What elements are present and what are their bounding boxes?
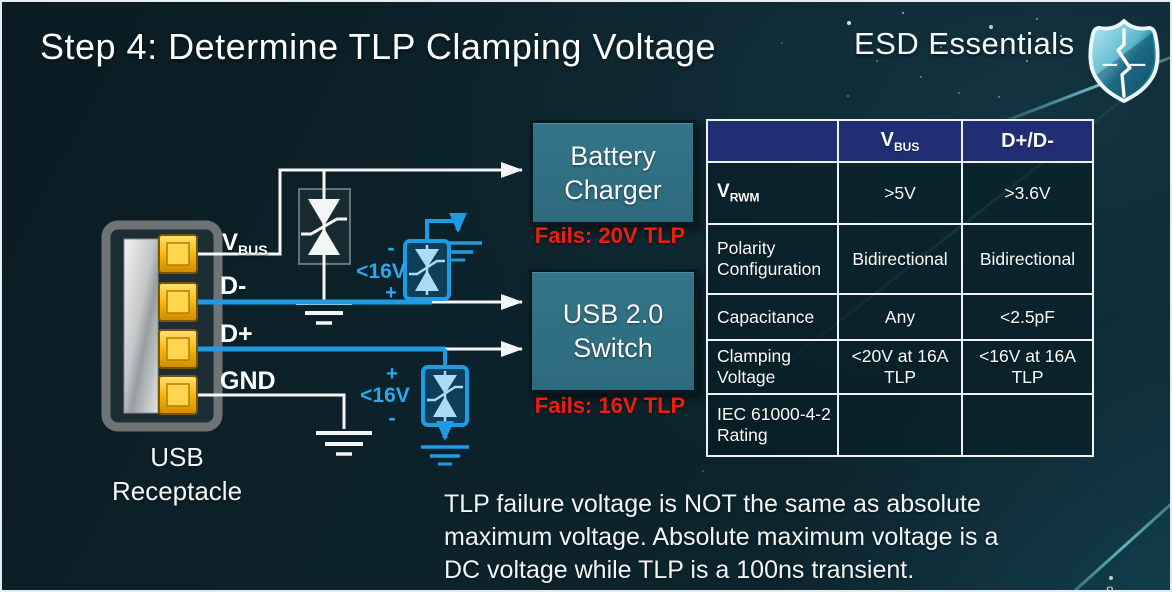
row-label-clamping: Clamping Voltage — [706, 339, 839, 395]
label-gnd: GND — [220, 367, 276, 395]
page-title: Step 4: Determine TLP Clamping Voltage — [40, 26, 717, 67]
usb-switch-line1: USB 2.0 — [562, 299, 664, 329]
cell-iec-dpdm — [961, 393, 1094, 457]
usb-receptacle-label: USB Receptacle — [77, 440, 277, 508]
table-header-vbus: VBUS — [837, 119, 963, 163]
pin-dminus — [158, 282, 198, 322]
brand: ESD Essentials — [854, 19, 1163, 104]
row-label-capacitance: Capacitance — [706, 293, 839, 341]
label-dplus: D+ — [220, 320, 253, 348]
usb-switch-line2: Switch — [573, 333, 653, 363]
table-row-capacitance: Capacitance Any <2.5pF — [706, 293, 1094, 341]
tvs-lower-labels: + <16V - — [360, 363, 410, 430]
row-label-polarity: Polarity Configuration — [706, 223, 839, 295]
note-line-2: maximum voltage. Absolute maximum voltag… — [444, 523, 999, 551]
table-row-iec: IEC 61000-4-2 Rating — [706, 393, 1094, 457]
wire-gnd — [198, 393, 372, 456]
svg-text:+: + — [385, 282, 397, 304]
wire-vbus — [198, 162, 523, 256]
battery-charger-block: Battery Charger — [530, 120, 696, 225]
note-line-1: TLP failure voltage is NOT the same as a… — [444, 490, 981, 518]
tvs-diode-dminus — [403, 213, 482, 301]
usb-receptacle-label-line1: USB — [150, 442, 204, 472]
table-row-polarity: Polarity Configuration Bidirectional Bid… — [706, 223, 1094, 295]
ground-symbol-vbus — [296, 301, 352, 325]
cell-clamping-vbus: <20V at 16A TLP — [837, 339, 963, 395]
cell-polarity-vbus: Bidirectional — [837, 223, 963, 295]
ground-symbol-dplus — [421, 445, 469, 466]
cell-vrwm-dpdm: >3.6V — [961, 161, 1094, 225]
cell-vrwm-vbus: >5V — [837, 161, 963, 225]
cell-polarity-dpdm: Bidirectional — [961, 223, 1094, 295]
battery-fail-label: Fails: 20V TLP — [534, 223, 686, 248]
usb-pins — [158, 234, 198, 415]
row-label-iec: IEC 61000-4-2 Rating — [706, 393, 839, 457]
brand-text: ESD Essentials — [854, 26, 1075, 61]
shield-pulse-icon — [1088, 19, 1160, 103]
tvs-upper-labels: - <16V + — [356, 235, 406, 304]
pin-gnd — [158, 375, 198, 415]
cell-capacitance-vbus: Any — [837, 293, 963, 341]
svg-text:-: - — [387, 235, 394, 260]
cell-clamping-dpdm: <16V at 16A TLP — [961, 339, 1094, 395]
cell-capacitance-dpdm: <2.5pF — [961, 293, 1094, 341]
table-row-vrwm: VRWM >5V >3.6V — [706, 161, 1094, 225]
table-header-dpdm: D+/D- — [961, 119, 1094, 163]
svg-text:<16V: <16V — [356, 260, 406, 283]
note-line-3: DC voltage while TLP is a 100ns transien… — [444, 556, 915, 584]
pin-dplus — [158, 329, 198, 369]
page-number: 8 — [1106, 583, 1114, 592]
svg-text:<16V: <16V — [360, 384, 410, 407]
ground-symbol-gnd — [316, 431, 372, 456]
battery-charger-line2: Charger — [564, 174, 662, 205]
switch-fail-label: Fails: 16V TLP — [534, 393, 686, 418]
comparison-table: VBUS D+/D- VRWM >5V >3.6V Polarity Confi… — [706, 119, 1094, 457]
tvs-diode-dplus — [421, 349, 469, 466]
row-label-vrwm: VRWM — [706, 161, 839, 225]
svg-text:-: - — [388, 405, 395, 430]
table-header-row: VBUS D+/D- — [706, 119, 1094, 163]
cell-iec-vbus — [837, 393, 963, 457]
label-vbus: VBUS — [222, 229, 268, 258]
svg-text:+: + — [386, 363, 398, 385]
battery-charger-line1: Battery — [570, 140, 656, 171]
usb-receptacle-label-line2: Receptacle — [111, 476, 243, 506]
table-row-clamping: Clamping Voltage <20V at 16A TLP <16V at… — [706, 339, 1094, 395]
usb-switch-block: USB 2.0 Switch — [529, 269, 697, 393]
label-dminus: D- — [220, 272, 246, 300]
pin-vbus — [158, 234, 198, 274]
note-text: TLP failure voltage is NOT the same as a… — [444, 488, 998, 587]
table-corner-cell — [706, 119, 839, 163]
